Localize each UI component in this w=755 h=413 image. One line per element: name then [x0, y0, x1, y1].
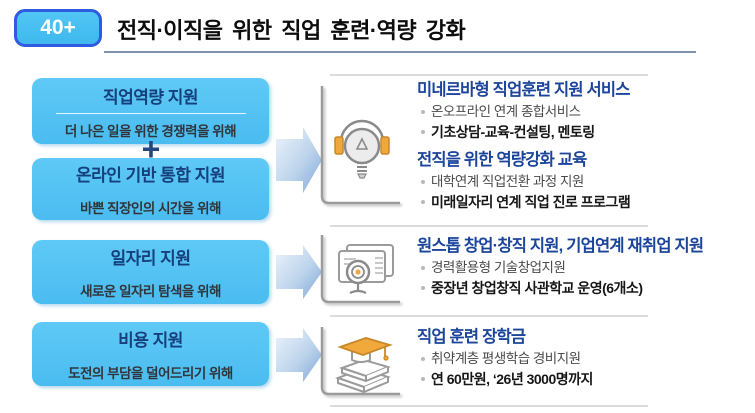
- card-section-title: 직업 훈련 장학금: [417, 328, 526, 346]
- left-box-subtitle: 도전의 부담을 덜어드리기 위해: [68, 366, 233, 381]
- left-box-subtitle: 새로운 일자리 탐색을 위해: [80, 284, 221, 299]
- box-divider: [55, 112, 246, 114]
- age-badge: 40+: [14, 9, 102, 47]
- right-arrow-icon: [276, 245, 322, 299]
- bullet-item: 대학연계 직업전환 과정 지원: [417, 172, 752, 192]
- card-section-title: 원스톱 창업·창직 지원, 기업연계 재취업 지원: [417, 237, 704, 255]
- left-box-cost-support: 비용 지원 도전의 부담을 덜어드리기 위해: [32, 322, 269, 386]
- card-training-support: 미네르바형 직업훈련 지원 서비스 온오프라인 연계 종합서비스 기초상담-교육…: [417, 79, 752, 219]
- left-box-job-capability: 직업역량 지원 더 나은 일을 위한 경쟁력을 위해: [32, 78, 269, 144]
- card-section-title: 미네르바형 직업훈련 지원 서비스: [417, 81, 630, 99]
- card-startup-support: 원스톱 창업·창직 지원, 기업연계 재취업 지원 경력활용형 기술창업지원 중…: [417, 235, 752, 305]
- bullet-item: 연 60만원, ‘26년 3000명까지: [417, 369, 752, 389]
- left-box-title: 일자리 지원: [110, 249, 191, 268]
- bullet-item: 경력활용형 기술창업지원: [417, 258, 752, 278]
- card-corner-bracket: [320, 86, 400, 205]
- bullet-item: 온오프라인 연계 종합서비스: [417, 102, 752, 122]
- right-arrow-icon: [276, 127, 322, 193]
- card-section-title: 전직을 위한 역량강화 교육: [417, 151, 587, 169]
- left-box-title: 비용 지원: [118, 331, 183, 350]
- age-badge-label: 40+: [40, 16, 76, 39]
- left-box-title: 온라인 기반 통합 지원: [76, 166, 225, 185]
- left-box-subtitle: 더 나은 일을 위한 경쟁력을 위해: [64, 123, 237, 139]
- presentation-screen-icon: [338, 244, 394, 294]
- card-divider: [330, 405, 648, 407]
- left-box-subtitle: 바쁜 직장인의 시간을 위해: [80, 201, 221, 216]
- card-scholarship: 직업 훈련 장학금 취약계층 평생학습 경비지원 연 60만원, ‘26년 30…: [417, 326, 752, 396]
- card-section: 전직을 위한 역량강화 교육 대학연계 직업전환 과정 지원 미래일자리 연계 …: [417, 149, 752, 212]
- bullet-item: 미래일자리 연계 직업 진로 프로그램: [417, 192, 752, 212]
- card-divider: [330, 225, 648, 227]
- bullet-item: 중장년 창업창직 사관학교 운영(6개소): [417, 278, 752, 298]
- card-corner-bracket: [320, 327, 400, 396]
- bullet-item: 취약계층 평생학습 경비지원: [417, 349, 752, 369]
- card-section: 원스톱 창업·창직 지원, 기업연계 재취업 지원 경력활용형 기술창업지원 중…: [417, 235, 752, 298]
- card-section: 직업 훈련 장학금 취약계층 평생학습 경비지원 연 60만원, ‘26년 30…: [417, 326, 752, 389]
- card-corner-bracket: [320, 235, 400, 304]
- right-arrow-icon: [276, 328, 322, 382]
- left-box-title: 직업역량 지원: [102, 87, 199, 107]
- plus-sign: +: [141, 131, 161, 167]
- left-box-job-support: 일자리 지원 새로운 일자리 탐색을 위해: [32, 240, 269, 304]
- books-graduation-cap-icon: [335, 337, 393, 393]
- bullet-item: 기초상담-교육-컨설팅, 멘토링: [417, 122, 752, 142]
- lightbulb-headset-icon: [334, 119, 390, 179]
- card-divider: [330, 315, 648, 317]
- title-underline: [104, 51, 696, 53]
- left-box-online-support: 온라인 기반 통합 지원 바쁜 직장인의 시간을 위해: [32, 158, 269, 220]
- card-section: 미네르바형 직업훈련 지원 서비스 온오프라인 연계 종합서비스 기초상담-교육…: [417, 79, 752, 142]
- page-title: 전직·이직을 위한 직업 훈련·역량 강화: [117, 18, 466, 43]
- card-divider: [330, 74, 648, 76]
